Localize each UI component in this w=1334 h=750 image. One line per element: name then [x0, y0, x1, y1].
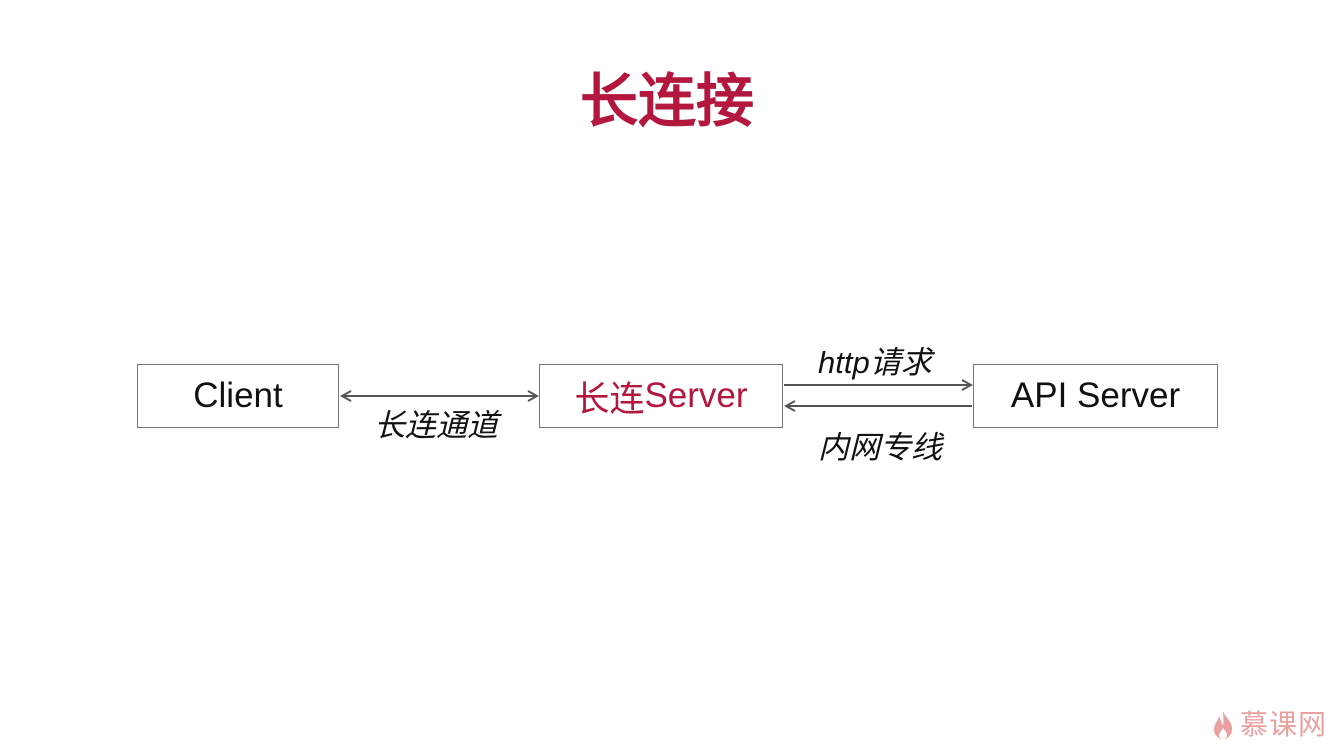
api-server-node: API Server [973, 364, 1218, 428]
flame-icon [1214, 711, 1232, 739]
long-server-label-suffix: Server [644, 376, 748, 415]
client-label: Client [193, 376, 283, 415]
http-request-label: http请求 [818, 345, 932, 380]
watermark-logo: 慕课网 [1212, 708, 1327, 742]
watermark-text: 慕课网 [1240, 709, 1328, 740]
long-server-label-prefix: 长连 [574, 379, 645, 419]
intranet-label: 内网专线 [818, 430, 942, 465]
api-server-label: API Server [1010, 376, 1181, 415]
channel-label: 长连通道 [374, 408, 498, 443]
client-node: Client [137, 364, 339, 428]
page-title: 长连接 [579, 69, 754, 134]
